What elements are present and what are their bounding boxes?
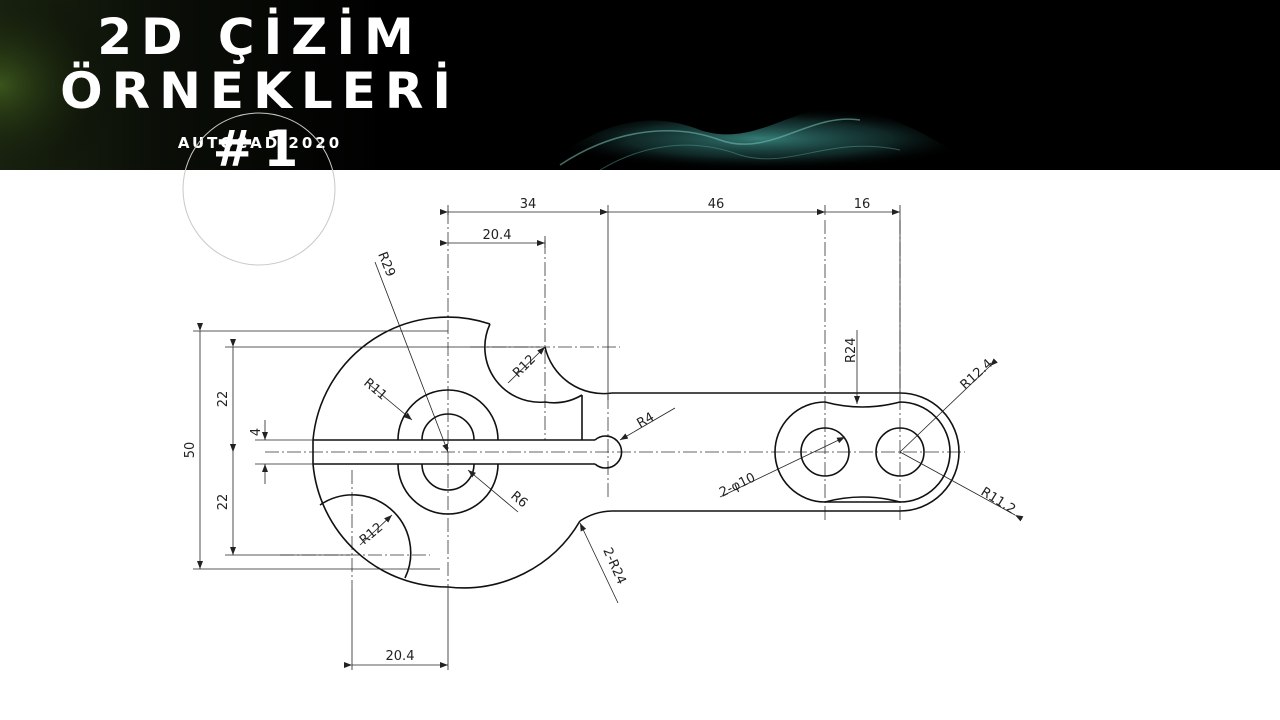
- dim-4: 4: [249, 428, 264, 436]
- header-banner: 2D ÇİZİM ÖRNEKLERİ #1 AUTOCAD 2020: [0, 0, 1280, 170]
- dim-22-top: 22: [216, 391, 231, 408]
- dimension-lines: [193, 205, 1024, 670]
- dim-20-4-bottom: 20.4: [386, 649, 415, 664]
- title-line-2: ÖRNEKLERİ #1: [60, 62, 460, 170]
- dim-46: 46: [708, 197, 725, 212]
- radius-r6: R6: [507, 489, 530, 512]
- radius-2-r24: 2-R24: [599, 546, 628, 587]
- dim-20-4-top: 20.4: [483, 228, 512, 243]
- dim-50: 50: [183, 442, 198, 459]
- dimension-labels: 34 46 16 20.4 20.4 50 22 22 4 R29 R12 R1…: [183, 197, 1018, 664]
- dim-34: 34: [520, 197, 537, 212]
- dim-22-bottom: 22: [216, 494, 231, 511]
- part-outline: [312, 316, 960, 589]
- dim-16: 16: [854, 197, 871, 212]
- radius-r11-2: R11.2: [978, 485, 1018, 518]
- decorative-circle: [182, 112, 336, 266]
- subtitle: AUTOCAD 2020: [177, 134, 343, 152]
- radius-r24: R24: [844, 337, 859, 363]
- radius-r4: R4: [635, 410, 657, 432]
- title-line-1: 2D ÇİZİM: [97, 8, 423, 66]
- smoke-background-graphic: [0, 0, 980, 170]
- hole-diameter-2-phi10: 2-φ10: [717, 470, 758, 500]
- radius-r12-4: R12.4: [958, 356, 996, 393]
- radius-r11: R11: [360, 376, 389, 404]
- radius-r29: R29: [374, 250, 397, 279]
